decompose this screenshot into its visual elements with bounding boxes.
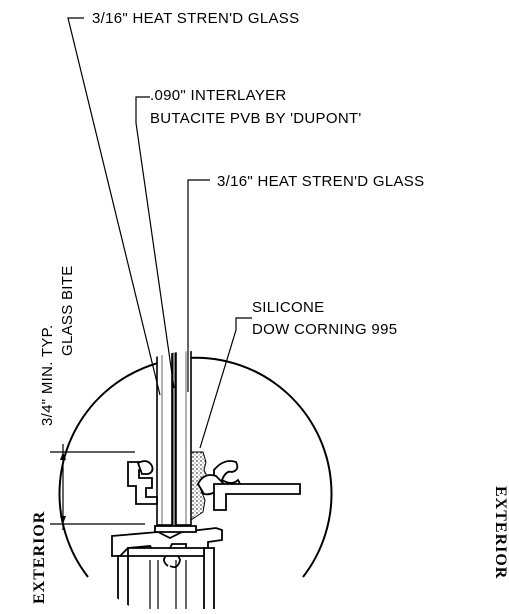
silicone-callout: SILICONE DOW CORNING 995 [199, 299, 397, 449]
interlayer-callout: .090" INTERLAYER BUTACITE PVB BY 'DUPONT… [135, 87, 362, 389]
mullion-inner-web [149, 560, 187, 614]
mullion-right-leg [203, 547, 215, 614]
bite-caption-text: GLASS BITE [59, 265, 76, 356]
inner-glass-lite [175, 351, 192, 526]
inner-glass-label: 3/16" HEAT STREN'D GLASS [217, 173, 424, 190]
outer-glass-lite [156, 351, 173, 526]
inner-glass-callout: 3/16" HEAT STREN'D GLASS [187, 173, 424, 392]
mullion-left-leg [117, 555, 129, 614]
bite-dimension-text: 3/4" MIN. TYP. [39, 324, 56, 426]
interior-glazing-stop [213, 483, 301, 511]
setting-block [154, 525, 197, 533]
silicone-label-2: DOW CORNING 995 [252, 321, 397, 338]
interlayer-label-1: .090" INTERLAYER [150, 87, 287, 104]
detail-circle [58, 356, 333, 578]
detail-contents [111, 351, 301, 614]
silicone-label-1: SILICONE [252, 299, 324, 316]
outer-glass-label: 3/16" HEAT STREN'D GLASS [92, 10, 299, 27]
mullion-bottom-flange [127, 547, 205, 557]
outer-glass-callout: 3/16" HEAT STREN'D GLASS [67, 10, 299, 396]
glass-bite-dimension [50, 444, 145, 530]
exterior-label-left: EXTERIOR [31, 511, 48, 604]
interlayer-label-2: BUTACITE PVB BY 'DUPONT' [150, 110, 362, 127]
exterior-gasket [136, 460, 154, 475]
exterior-label-right: EXTERIOR [492, 486, 509, 579]
